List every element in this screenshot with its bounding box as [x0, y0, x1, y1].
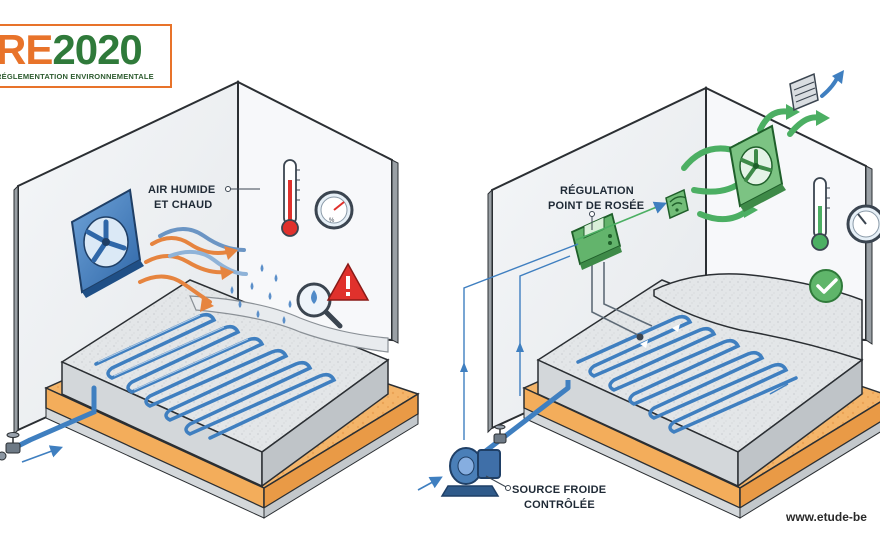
right-supply-pipe [417, 243, 789, 491]
thermometer-icon-right [811, 177, 830, 251]
logo-title: RE2020 [0, 26, 143, 73]
left-room: % AIR HUMIDE ET CHAUD [0, 80, 420, 519]
pump-valve-icon [493, 424, 507, 444]
label-cold-source: SOURCE FROIDE CONTRÔLÉE [485, 475, 606, 511]
wifi-sensor-icon [665, 188, 689, 220]
pump-icon [440, 424, 507, 497]
warm-air-flow [138, 227, 248, 312]
thermometer-icon [281, 159, 300, 237]
valve-icon [0, 432, 21, 461]
label-humid-air: AIR HUMIDE ET CHAUD [148, 184, 260, 211]
right-room: RÉGULATION POINT DE ROSÉE SOURCE FROIDE … [417, 70, 880, 519]
condensation-droplets [230, 264, 292, 324]
logo-year: 2020 [52, 26, 142, 73]
logo-subtitle: RÉGLEMENTATION ENVIRONNEMENTALE [0, 72, 154, 81]
label-humid-air-line1: AIR HUMIDE [148, 184, 215, 196]
label-regulation: RÉGULATION POINT DE ROSÉE [548, 184, 644, 230]
right-floor-pipes [576, 314, 798, 434]
humidity-gauge-icon: % [314, 190, 354, 230]
website-credit: www.etude-be [786, 510, 867, 524]
extract-fan-icon [728, 124, 786, 212]
left-floor-pipes [94, 312, 337, 440]
label-cold-source-line2: CONTRÔLÉE [524, 498, 595, 511]
label-humid-air-line2: ET CHAUD [154, 199, 212, 211]
humidity-gauge-icon-right [846, 204, 880, 244]
warning-icon [326, 262, 370, 301]
left-lifted-membrane [189, 295, 389, 353]
sensor-wires [591, 262, 653, 337]
re2020-logo: RE2020 RÉGLEMENTATION ENVIRONNEMENTALE [0, 24, 172, 88]
label-regulation-line1: RÉGULATION [560, 184, 634, 197]
check-icon [809, 269, 843, 303]
right-screed-layer [653, 273, 863, 362]
vent-icon [789, 70, 844, 112]
label-regulation-line2: POINT DE ROSÉE [548, 199, 644, 212]
logo-re: RE [0, 26, 53, 73]
fan-icon [70, 188, 144, 298]
label-cold-source-line1: SOURCE FROIDE [512, 484, 606, 496]
svg-text:%: % [329, 218, 335, 224]
left-supply-pipe [0, 385, 97, 463]
